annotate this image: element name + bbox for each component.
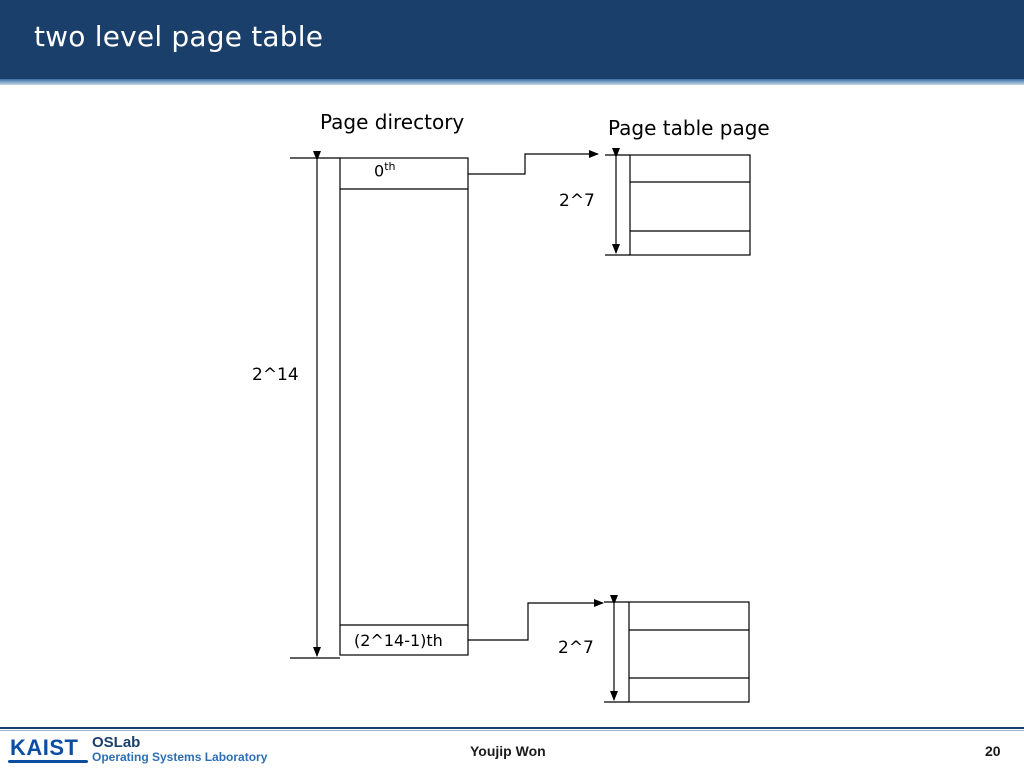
first-entry-label: 0th [374,160,395,180]
page-table-page-top [629,154,751,256]
page-number: 20 [985,743,1001,759]
kaist-oslab-logo: KAIST OSLab Operating Systems Laboratory [8,734,278,766]
connector-last-entry [468,599,604,641]
oslab-logo-text: OSLab [92,734,141,751]
title-divider [0,79,1024,85]
slide-title: two level page table [34,20,324,53]
kaist-logo-text: KAIST [10,735,79,760]
page-directory-label: Page directory [320,110,465,134]
footer-divider [0,727,1024,729]
footer-author: Youjip Won [470,743,546,759]
first-entry-number: 0 [374,161,385,181]
table-size-label-bottom: 2^7 [558,638,594,658]
last-entry-label: (2^14-1)th [354,631,443,650]
footer-divider-light [0,730,1024,731]
table-size-label-top: 2^7 [559,191,595,211]
oslab-subtitle: Operating Systems Laboratory [92,750,268,764]
page-table-page-bottom [628,601,750,703]
connector-first-entry [468,150,599,175]
directory-size-label: 2^14 [252,365,299,385]
first-entry-suffix: th [384,160,396,173]
title-bar: two level page table [0,0,1024,79]
logo-swoosh [8,760,88,763]
page-directory-box [339,157,469,656]
page-table-page-label: Page table page [608,116,770,140]
